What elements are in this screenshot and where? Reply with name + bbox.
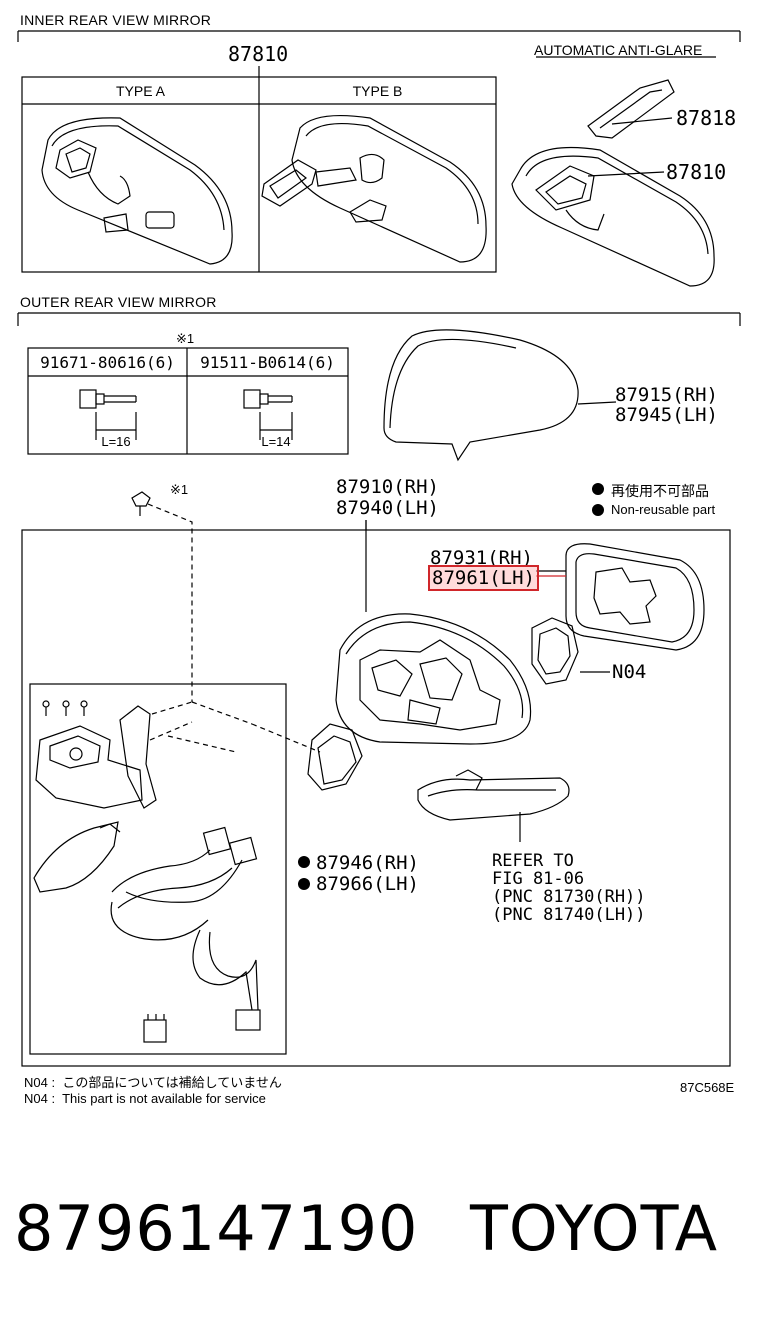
bolt-1-length: L=16 <box>101 434 131 449</box>
outer-section-title: OUTER REAR VIEW MIRROR <box>20 294 217 310</box>
inner-section-title: INNER REAR VIEW MIRROR <box>20 12 212 28</box>
refer-line-3: (PNC 81730(RH)) <box>492 887 646 907</box>
legend-non-reusable-jp: 再使用不可部品 <box>611 483 709 499</box>
n04-label[interactable]: N04 <box>612 661 647 683</box>
bolt-1-part-number[interactable]: 91671-80616(6) <box>40 353 175 372</box>
legend-non-reusable-en: Non-reusable part <box>611 502 716 517</box>
type-b-header: TYPE B <box>352 83 403 99</box>
glass-part-rh[interactable]: 87931(RH) <box>430 547 533 569</box>
footer-brand: TOYOTA <box>470 1192 719 1265</box>
refer-line-4: (PNC 81740(LH)) <box>492 905 646 925</box>
cover-part-lh[interactable]: 87945(LH) <box>615 404 718 426</box>
note-mark-1: ※1 <box>176 331 195 346</box>
auto-part-87810[interactable]: 87810 <box>666 160 727 184</box>
inner-main-part-number[interactable]: 87810 <box>228 42 289 66</box>
assembly-part-rh[interactable]: 87910(RH) <box>336 476 439 498</box>
note-n04-jp-text: この部品については補給していません <box>62 1075 282 1090</box>
bolt-2-length: L=14 <box>261 434 291 449</box>
refer-to-note[interactable]: REFER TO FIG 81-06 (PNC 81730(RH)) (PNC … <box>492 852 646 924</box>
note-n04-en-key: N04 : <box>24 1091 56 1106</box>
auto-part-87818[interactable]: 87818 <box>676 106 737 130</box>
bolt-2-part-number[interactable]: 91511-B0614(6) <box>200 353 335 372</box>
refer-line-1: REFER TO <box>492 851 574 871</box>
subassembly-part-lh[interactable]: 87966(LH) <box>316 873 419 895</box>
diagram-code: 87C568E <box>680 1080 735 1095</box>
subassembly-part-rh[interactable]: 87946(RH) <box>316 852 419 874</box>
note-n04-jp: N04 : この部品については補給していません <box>24 1072 282 1091</box>
type-a-header: TYPE A <box>115 83 166 99</box>
note-n04-en: N04 : This part is not available for ser… <box>24 1091 266 1106</box>
assembly-part-lh[interactable]: 87940(LH) <box>336 497 439 519</box>
bolt-note-mark: ※1 <box>170 482 189 497</box>
refer-line-2: FIG 81-06 <box>492 869 585 889</box>
automatic-anti-glare-label: AUTOMATIC ANTI-GLARE <box>534 42 703 58</box>
note-n04-en-text: This part is not available for service <box>62 1091 266 1106</box>
cover-part-rh[interactable]: 87915(RH) <box>615 384 718 406</box>
note-n04-jp-key: N04 : <box>24 1075 56 1090</box>
footer-part-number: 8796147190 <box>14 1192 419 1265</box>
glass-part-lh-highlighted[interactable]: 87961(LH) <box>428 565 539 591</box>
